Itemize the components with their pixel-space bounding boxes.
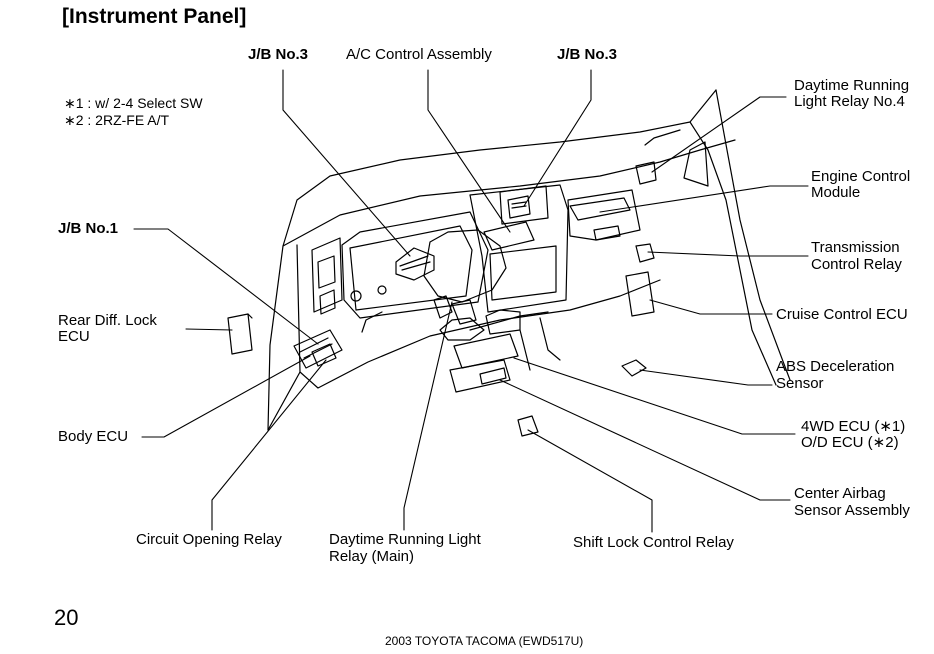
note-1: ∗1 : w/ 2-4 Select SW — [64, 95, 203, 111]
fwd-ecu-part — [453, 333, 519, 369]
label-circuit-opening-relay: Circuit Opening Relay — [136, 531, 282, 548]
label-od-ecu: O/D ECU (∗2) — [801, 434, 899, 451]
label-cruise-control-ecu: Cruise Control ECU — [776, 306, 908, 323]
label-ecm-line1: Engine Control — [811, 168, 911, 185]
dashboard-outline — [267, 89, 791, 431]
label-ac-control-assembly: A/C Control Assembly — [346, 46, 492, 63]
label-body-ecu: Body ECU — [58, 428, 129, 445]
label-drl-relay-no4-line1: Daytime Running — [794, 77, 910, 94]
shift-lock-part — [517, 415, 539, 437]
label-rear-diff-line2: ECU — [58, 328, 90, 345]
label-4wd-ecu: 4WD ECU (∗1) — [801, 418, 906, 435]
jb3-right-part — [507, 195, 531, 219]
note-2: ∗2 : 2RZ-FE A/T — [64, 112, 170, 128]
steering-column — [423, 229, 507, 325]
label-abs-line2: Sensor — [776, 375, 824, 392]
label-jb1: J/B No.1 — [58, 220, 119, 237]
cruise-part — [625, 271, 655, 317]
jb3-left-part — [395, 247, 435, 281]
page-footer: 2003 TOYOTA TACOMA (EWD517U) — [385, 634, 584, 648]
ecm-part — [569, 197, 631, 221]
cor-part — [311, 343, 337, 367]
label-jb3-right: J/B No.3 — [557, 46, 618, 63]
label-drl-relay-no4-line2: Light Relay No.4 — [794, 93, 905, 110]
abs-part — [621, 359, 647, 377]
tcr-part — [635, 243, 655, 263]
components — [227, 161, 657, 437]
label-airbag-line1: Center Airbag — [794, 485, 886, 502]
page-title: [Instrument Panel] — [62, 5, 247, 28]
label-abs-line1: ABS Deceleration — [776, 358, 895, 375]
label-ecm-line2: Module — [811, 184, 861, 201]
label-jb3-left: J/B No.3 — [248, 46, 309, 63]
page-number: 20 — [54, 605, 79, 630]
label-tcr-line1: Transmission — [811, 239, 900, 256]
label-drl-main-line1: Daytime Running Light — [329, 531, 481, 548]
ac-control-part — [483, 221, 535, 251]
drl4-part — [635, 161, 657, 185]
leader-lines — [133, 69, 809, 533]
label-shift-lock-control-relay: Shift Lock Control Relay — [573, 534, 734, 551]
label-tcr-line2: Control Relay — [811, 256, 902, 273]
label-airbag-line2: Sensor Assembly — [794, 502, 910, 519]
label-drl-main-line2: Relay (Main) — [329, 548, 415, 565]
rear-diff-part — [227, 313, 253, 355]
label-rear-diff-line1: Rear Diff. Lock — [58, 312, 157, 329]
